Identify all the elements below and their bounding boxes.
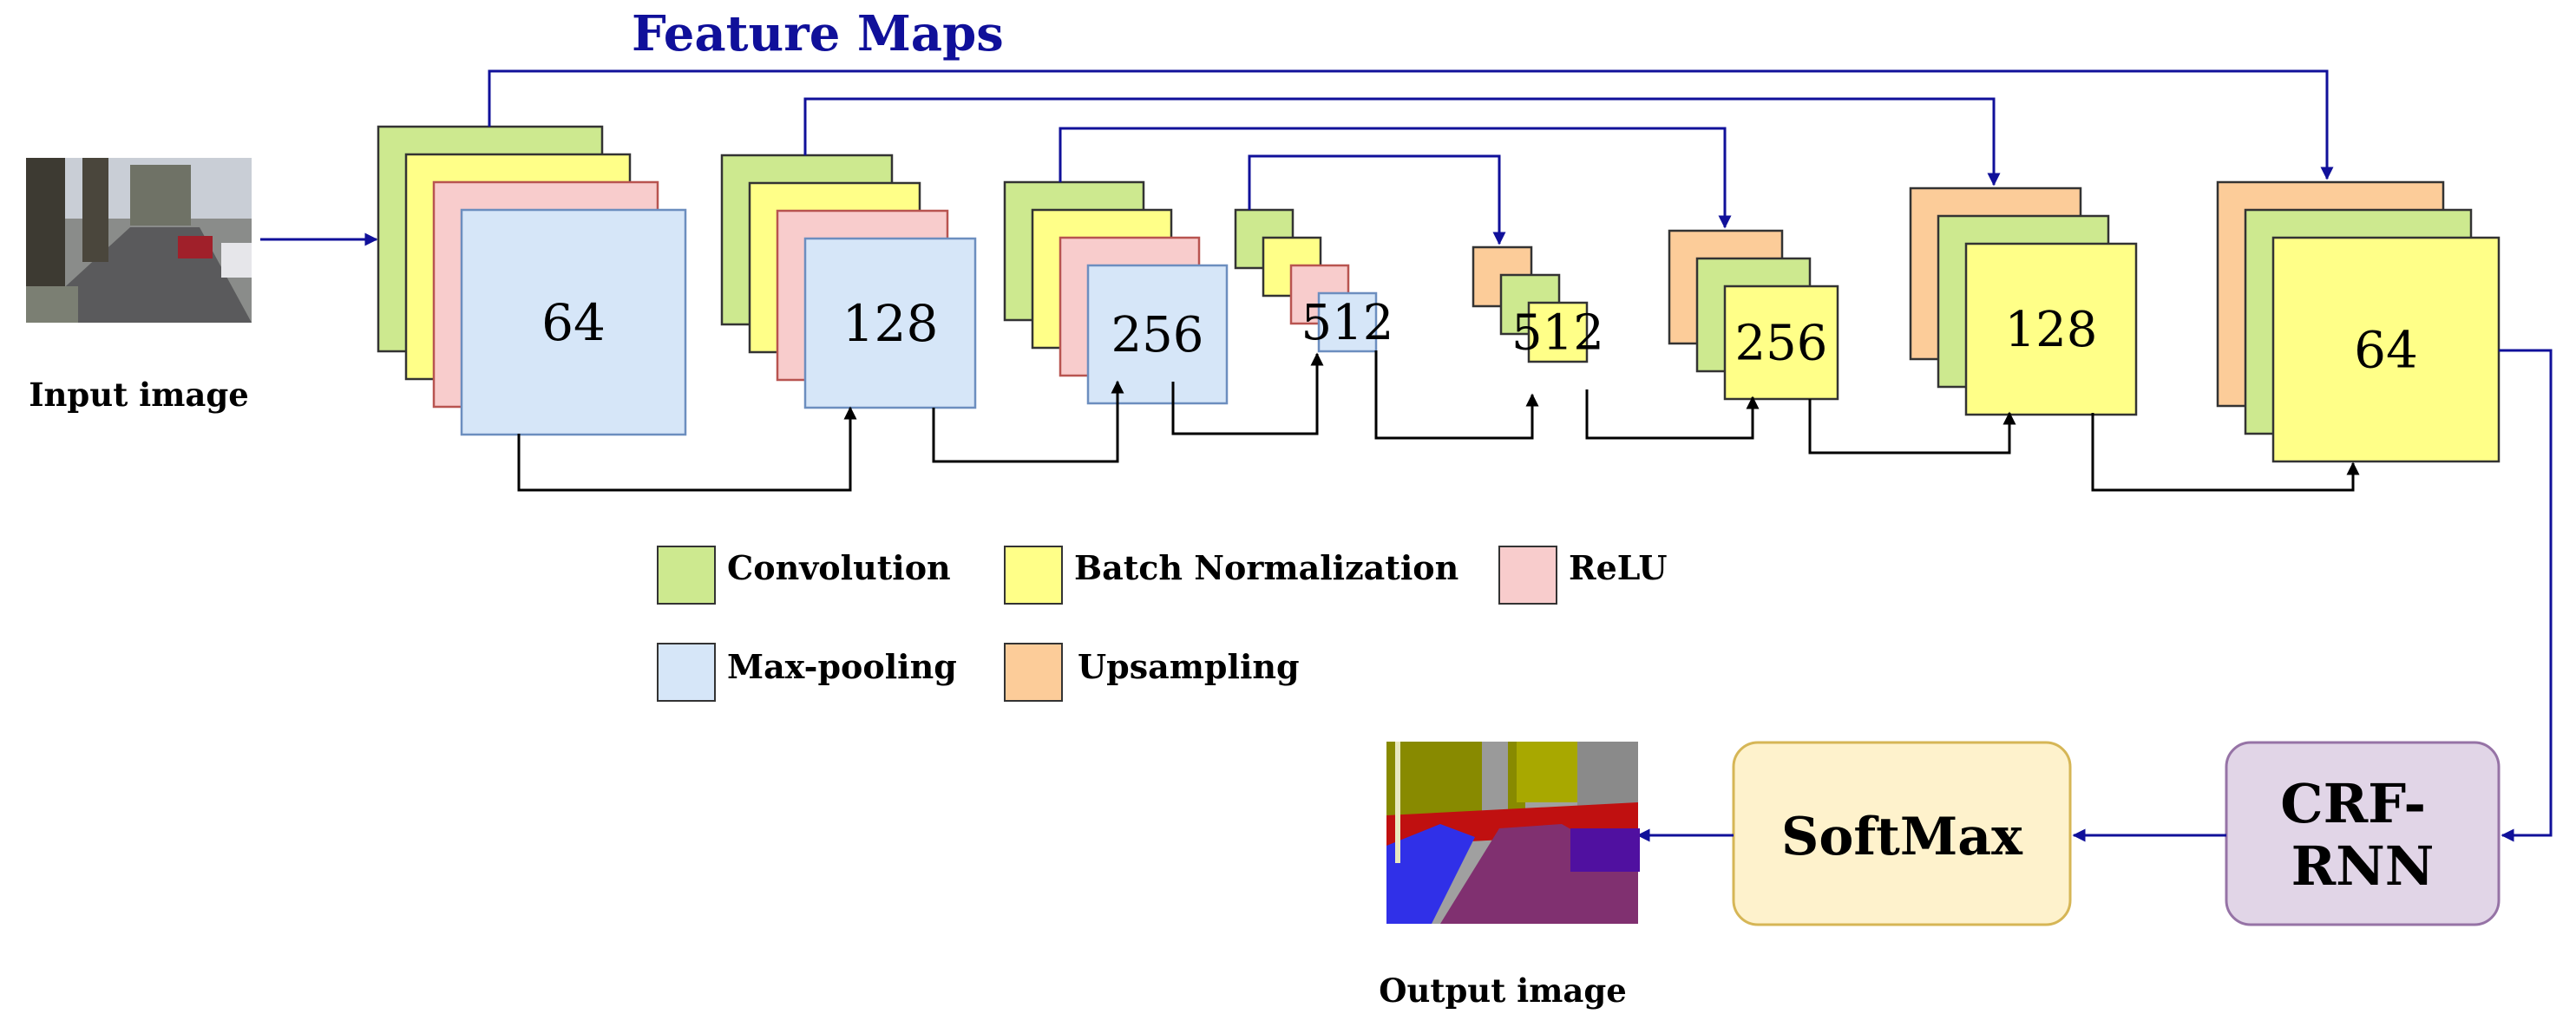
legend-label-upsampling: Upsampling [1078,647,1300,686]
softmax-label: SoftMax [1781,807,2023,867]
decoder-to-crf-arrow [2499,349,2553,842]
feature-map-size-label: 512 [1511,305,1604,362]
batch-normalization-layer [1964,242,2138,416]
feature-map-block: 256 [1003,180,1229,405]
legend: Convolution Batch Normalization ReLU Max… [657,546,1668,702]
softmax-box [1732,741,2072,926]
feature-map-block: 128 [720,154,977,409]
skip-connection-arrow [488,69,2334,180]
feature-map-size-label: 64 [2354,320,2418,379]
batch-normalization-layer [1527,301,1589,363]
feature-map-size-label: 256 [1111,307,1204,363]
layer-flow-arrows [517,350,2360,492]
layer-flow-arrow [1585,389,1760,440]
legend-label-relu: ReLU [1569,548,1668,587]
legend-label-convolution: Convolution [727,548,951,587]
layer-flow-arrow [1808,399,2016,455]
skip-connections [488,69,2334,245]
output-image-label: Output image [1379,971,1627,1010]
layer-flow-arrow [1171,352,1324,435]
feature-map-size-label: 128 [2005,302,2098,358]
legend-swatch-upsampling [1004,643,1063,702]
layer-flow-arrow [1374,350,1539,440]
feature-map-block: 64 [377,125,687,436]
layer-flow-arrow [2091,413,2360,492]
legend-swatch-max-pooling [657,643,716,702]
crf-rnn-label-line1: CRF- [2280,772,2426,835]
feature-map-size-label: 512 [1301,295,1394,351]
feature-map-block: 512 [1234,208,1394,353]
crf-rnn-box [2225,741,2501,926]
output-image [1386,742,1640,924]
legend-label-batch-normalization: Batch Normalization [1074,548,1458,587]
feature-map-size-label: 128 [842,294,939,353]
feature-map-size-label: 64 [541,293,606,352]
max-pooling-layer [803,237,977,409]
feature-map-block: 64 [2216,180,2501,463]
legend-swatch-batch-normalization [1004,546,1063,605]
legend-swatch-relu [1498,546,1557,605]
max-pooling-layer [460,208,687,436]
crf-rnn-label: CRF- RNN [2280,772,2444,898]
max-pooling-layer [1317,291,1378,353]
diagram-title: Feature Maps [632,5,1004,62]
feature-map-block: 256 [1668,229,1839,401]
batch-normalization-layer [1723,285,1839,401]
feature-map-blocks: 64 128 256 512 512 256 128 64 [377,125,2501,463]
skip-connection-arrow [1248,154,1506,245]
skip-connection-arrow [1059,127,1732,229]
input-image [26,158,252,323]
legend-label-max-pooling: Max-pooling [727,647,957,686]
legend-swatch-convolution [657,546,716,605]
layer-flow-arrow [517,406,857,492]
feature-map-block: 128 [1909,186,2138,416]
feature-map-block: 512 [1472,245,1604,363]
input-image-label: Input image [29,376,249,414]
crf-rnn-label-line2: RNN [2291,834,2435,898]
layer-flow-arrow [932,380,1124,463]
skip-connection-arrow [803,97,2001,186]
feature-map-size-label: 256 [1735,316,1828,372]
batch-normalization-layer [2271,236,2501,463]
